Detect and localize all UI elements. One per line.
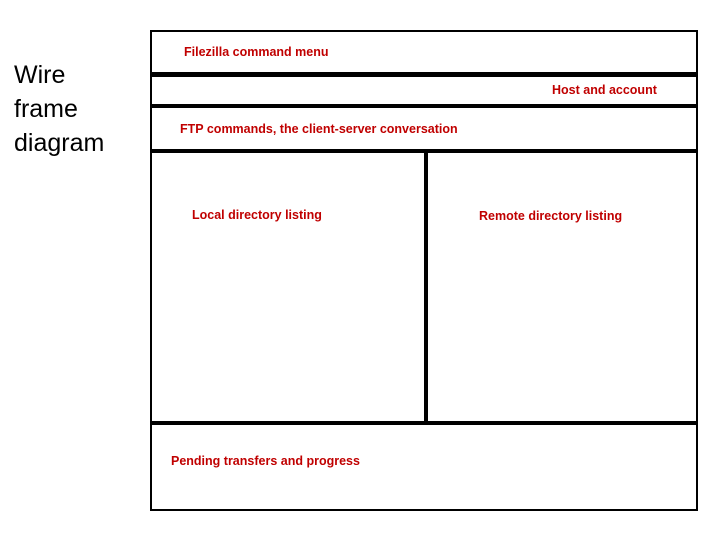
page-title: Wire frame diagram <box>14 61 105 157</box>
panel-ftp-commands <box>150 106 698 151</box>
panel-local-directory-listing <box>150 151 426 423</box>
panel-label-command-menu: Filezilla command menu <box>184 45 329 59</box>
panel-command-menu <box>150 30 698 74</box>
panel-remote-directory-listing <box>426 151 698 423</box>
panel-host-and-account <box>150 74 698 106</box>
panel-label-local-directory-listing: Local directory listing <box>192 208 322 222</box>
panel-pending-transfers <box>150 423 698 511</box>
panel-label-pending-transfers: Pending transfers and progress <box>171 454 360 468</box>
panel-label-host-and-account: Host and account <box>552 83 657 97</box>
panel-label-ftp-commands: FTP commands, the client-server conversa… <box>180 122 458 136</box>
panel-label-remote-directory-listing: Remote directory listing <box>479 209 623 223</box>
